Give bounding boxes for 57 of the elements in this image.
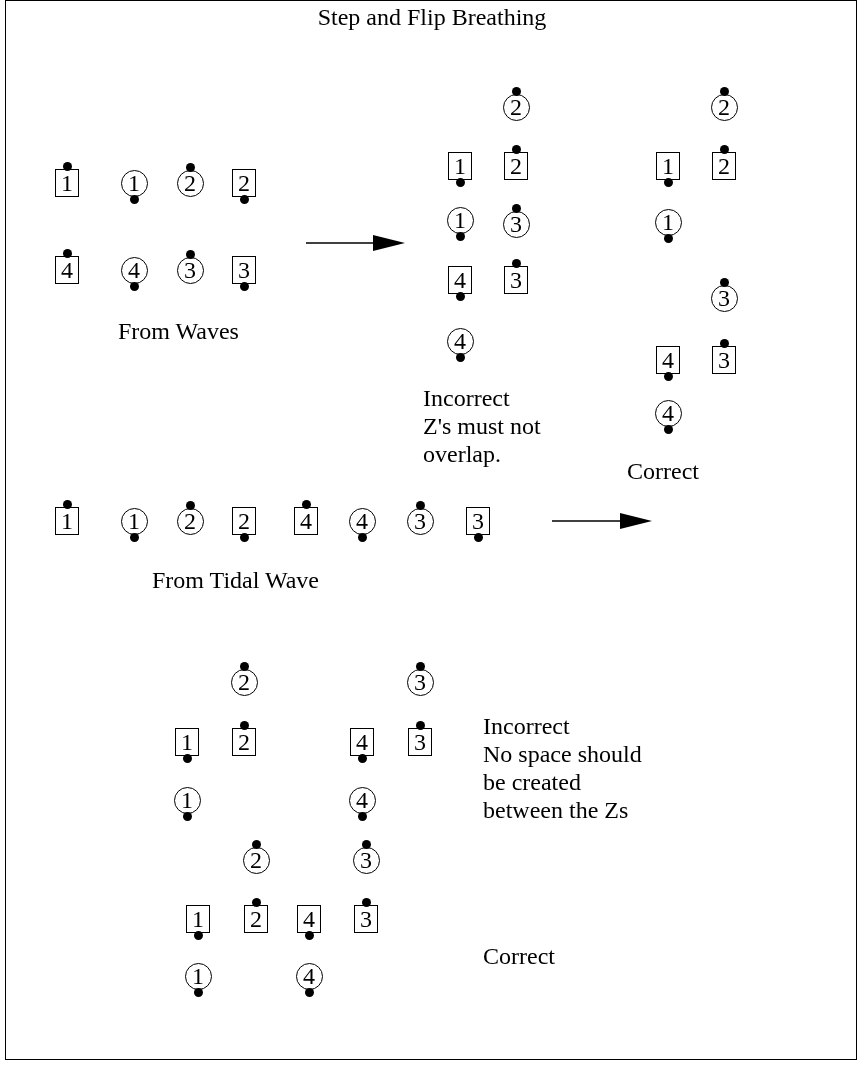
circle-marker: 2 (230, 668, 258, 696)
note-text: From Tidal Wave (152, 566, 319, 594)
circle-marker: 1 (120, 507, 148, 535)
square-marker: 4 (350, 728, 374, 756)
square-marker: 4 (656, 346, 680, 374)
square-marker: 1 (55, 169, 79, 197)
circle-marker: 4 (446, 327, 474, 355)
square-marker: 3 (466, 507, 490, 535)
note-text: No space should be created between the Zs (483, 740, 643, 824)
circle-marker: 1 (654, 208, 682, 236)
square-marker: 2 (232, 507, 256, 535)
circle-marker: 1 (184, 962, 212, 990)
note-text: Incorrect (423, 384, 510, 412)
square-marker: 1 (656, 152, 680, 180)
square-marker: 4 (297, 905, 321, 933)
circle-marker: 2 (176, 507, 204, 535)
circle-marker: 4 (348, 786, 376, 814)
square-marker: 4 (294, 507, 318, 535)
note-text: Incorrect (483, 712, 570, 740)
note-text: Correct (483, 942, 555, 970)
circle-marker: 4 (295, 962, 323, 990)
circle-marker: 4 (348, 507, 376, 535)
square-marker: 4 (55, 256, 79, 284)
circle-marker: 3 (502, 210, 530, 238)
circle-marker: 3 (406, 668, 434, 696)
square-marker: 2 (232, 169, 256, 197)
circle-marker: 4 (120, 256, 148, 284)
circle-marker: 2 (242, 846, 270, 874)
square-marker: 1 (55, 507, 79, 535)
square-marker: 4 (448, 266, 472, 294)
square-marker: 3 (712, 346, 736, 374)
circle-marker: 3 (352, 846, 380, 874)
circle-marker: 1 (120, 169, 148, 197)
square-marker: 1 (448, 152, 472, 180)
circle-marker: 2 (502, 93, 530, 121)
circle-marker: 1 (173, 786, 201, 814)
circle-marker: 4 (654, 399, 682, 427)
square-marker: 2 (712, 152, 736, 180)
square-marker: 2 (244, 905, 268, 933)
note-text: Correct (627, 457, 699, 485)
circle-marker: 1 (446, 206, 474, 234)
square-marker: 3 (232, 256, 256, 284)
square-marker: 2 (232, 728, 256, 756)
note-text: Z's must not overlap. (423, 412, 542, 468)
square-marker: 1 (175, 728, 199, 756)
note-text: From Waves (118, 317, 239, 345)
circle-marker: 3 (176, 256, 204, 284)
square-marker: 1 (186, 905, 210, 933)
square-marker: 3 (408, 728, 432, 756)
square-marker: 3 (354, 905, 378, 933)
square-marker: 3 (504, 266, 528, 294)
circle-marker: 3 (406, 507, 434, 535)
circle-marker: 3 (710, 284, 738, 312)
circle-marker: 2 (176, 169, 204, 197)
circle-marker: 2 (710, 93, 738, 121)
square-marker: 2 (504, 152, 528, 180)
title: Step and Flip Breathing (316, 3, 548, 31)
